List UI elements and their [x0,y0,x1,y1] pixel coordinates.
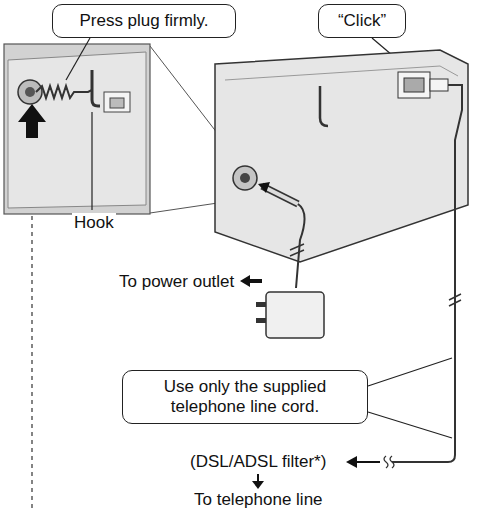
callout-pointer [66,38,90,80]
callout-box: Press plug firmly. [52,4,236,38]
callout-box: Use only the supplied telephone line cor… [122,370,368,424]
part-label: To telephone line [192,490,325,510]
callout-text: Use only the supplied telephone line cor… [131,377,359,417]
part-label: To power outlet [117,272,236,292]
callout-text: Press plug firmly. [61,11,227,31]
base-unit [215,50,468,262]
callout-pointer [368,412,452,438]
zoom-inset [4,44,150,214]
down-arrow [257,474,259,482]
callout-box: “Click” [318,4,406,38]
part-label: (DSL/ADSL filter*) [188,452,328,472]
down-arrow [252,481,264,489]
power-cord [240,182,324,338]
part-label: Hook [72,213,116,233]
callout-text: “Click” [327,11,397,31]
dashed-guide [31,216,32,510]
leader-line [91,112,92,210]
callout-pointer [368,358,452,386]
